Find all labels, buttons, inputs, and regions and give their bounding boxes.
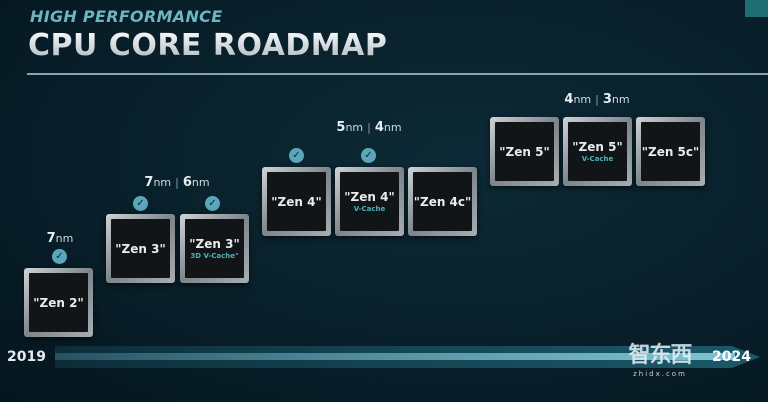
process-node-zen4: 5nm|4nm — [336, 120, 402, 135]
chip-zen3: "Zen 3" — [106, 214, 175, 283]
check-icon: ✓ — [52, 249, 67, 264]
timeline-bar — [55, 353, 735, 360]
check-icon: ✓ — [205, 196, 220, 211]
check-icon: ✓ — [133, 196, 148, 211]
chip-zen3-vcache: "Zen 3"3D V-Cache" — [180, 214, 249, 283]
check-icon: ✓ — [289, 148, 304, 163]
logo-icon — [745, 0, 768, 17]
chip-zen4-vcache: "Zen 4"V-Cache — [335, 167, 404, 236]
chip-zen4c: "Zen 4c" — [408, 167, 477, 236]
process-node-zen5: 4nm|3nm — [564, 92, 630, 107]
process-node-zen3: 7nm|6nm — [144, 175, 210, 190]
process-node-zen2: 7nm — [46, 231, 74, 246]
chip-zen5c: "Zen 5c" — [636, 117, 705, 186]
chip-zen2: "Zen 2" — [24, 268, 93, 337]
title-divider — [27, 73, 768, 75]
chip-zen4: "Zen 4" — [262, 167, 331, 236]
timeline-end-year: 2024 — [712, 349, 751, 365]
timeline-start-year: 2019 — [7, 349, 46, 365]
slide-subtitle: HIGH PERFORMANCE — [30, 7, 223, 26]
check-icon: ✓ — [361, 148, 376, 163]
watermark-url: zhidx.com — [633, 370, 687, 378]
watermark: 智东西 zhidx.com — [622, 343, 698, 379]
chip-zen5-vcache: "Zen 5"V-Cache — [563, 117, 632, 186]
slide-title: CPU CORE ROADMAP — [28, 28, 388, 63]
watermark-text: 智东西 — [628, 343, 692, 368]
chip-zen5: "Zen 5" — [490, 117, 559, 186]
